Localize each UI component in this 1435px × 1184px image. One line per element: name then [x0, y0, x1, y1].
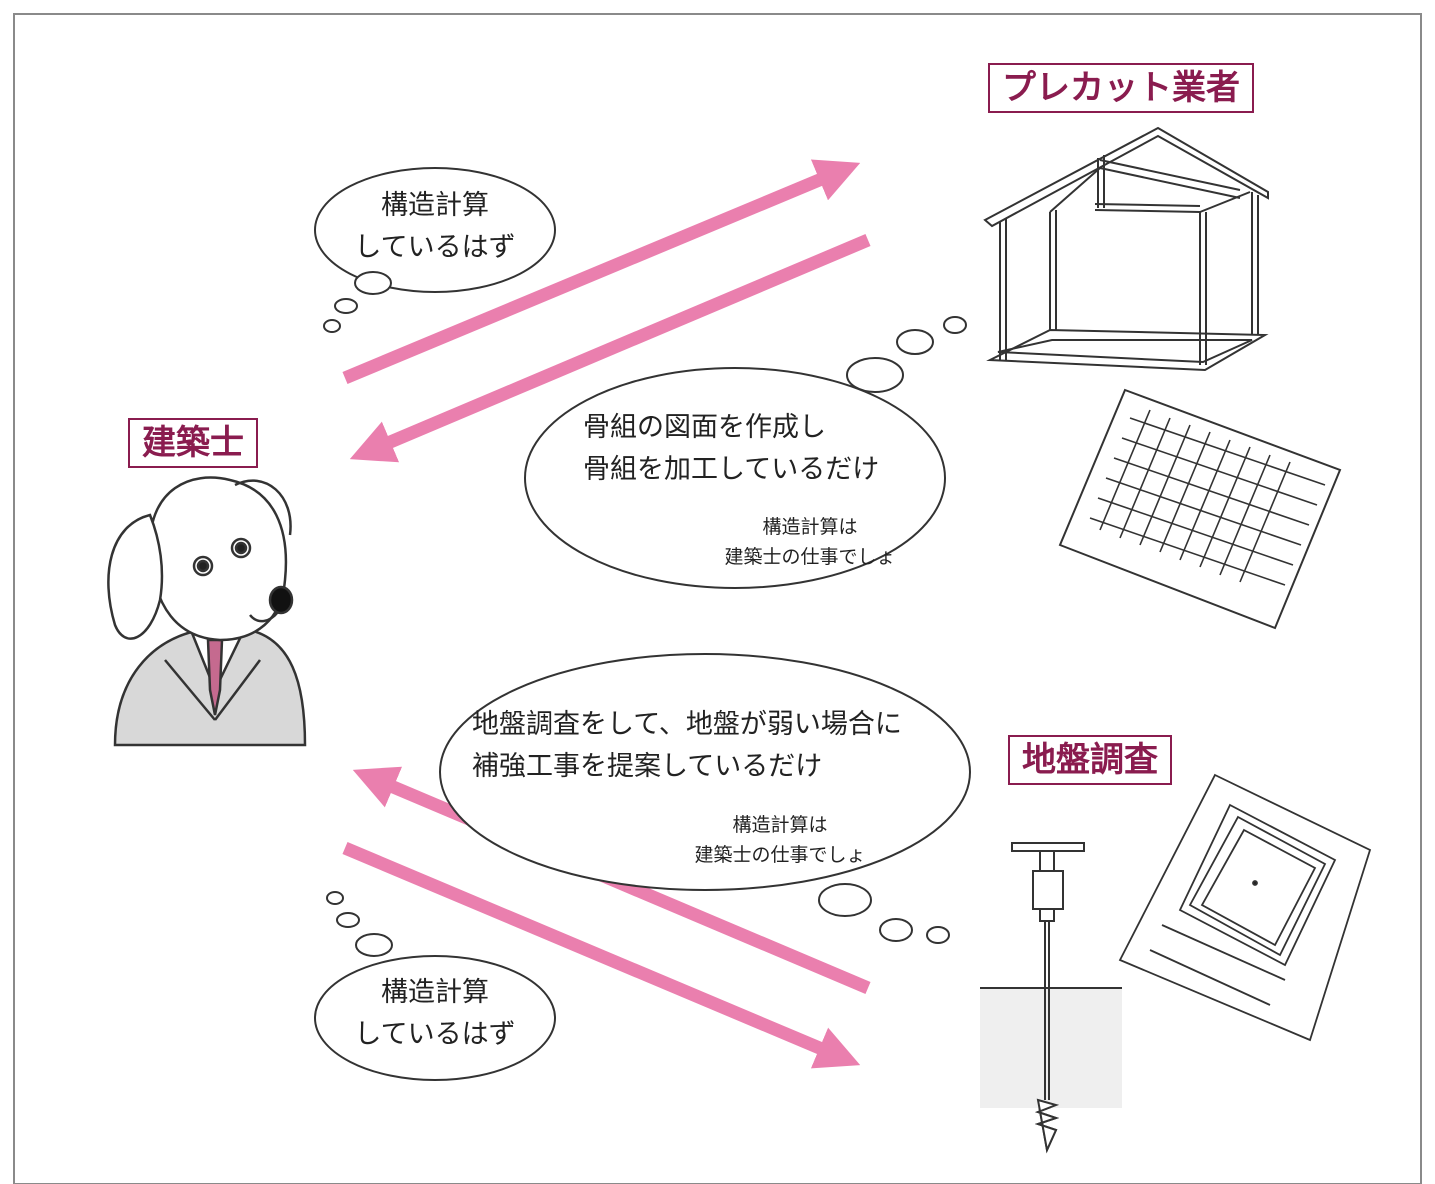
bubble-line: 構造計算は [732, 814, 828, 836]
outer-frame [13, 13, 1422, 1184]
bubble-architect-bottom [314, 891, 556, 1081]
ground-shading [980, 988, 1122, 1108]
label-ground-survey: 地盤調査 [1008, 735, 1172, 785]
arrow-architect-to-survey [342, 842, 861, 1069]
bubble-line: 地盤調査をして、地盤が弱い場合に [472, 709, 902, 740]
bubble-survey [439, 653, 971, 944]
bubble-line: しているはず [354, 232, 516, 263]
bubble-architect-top [314, 167, 556, 333]
arrow-precut-to-architect [349, 234, 871, 463]
arrows [342, 159, 871, 1069]
bubble-precut [524, 316, 967, 589]
bubble-survey-note: 構造計算は 建築士の仕事でしょ [660, 810, 900, 870]
bubble-architect-top-text: 構造計算 しているはず [345, 185, 525, 269]
bubble-line: 骨組を加工しているだけ [583, 454, 880, 485]
bubble-architect-bottom-text: 構造計算 しているはず [345, 972, 525, 1056]
label-precut-company: プレカット業者 [988, 63, 1254, 113]
bubble-survey-text: 地盤調査をして、地盤が弱い場合に 補強工事を提案しているだけ [472, 704, 902, 788]
site-plan-drawing-icon [1118, 773, 1372, 1042]
arrow-architect-to-precut [342, 159, 861, 384]
bubble-line: 骨組の図面を作成し [583, 412, 826, 443]
timber-frame-house-icon [983, 126, 1269, 372]
bubble-line: 構造計算 [381, 977, 489, 1008]
bubble-precut-text: 骨組の図面を作成し 骨組を加工しているだけ [583, 407, 879, 491]
bubble-line: 建築士の仕事でしょ [694, 844, 866, 866]
bubble-line: しているはず [354, 1019, 516, 1050]
label-architect: 建築士 [128, 418, 258, 468]
dog-in-suit-illustration [107, 476, 307, 747]
bubble-line: 建築士の仕事でしょ [724, 546, 896, 568]
framing-plan-drawing-icon [1058, 388, 1342, 630]
soil-probe-shaft-in-ground [1034, 988, 1060, 1154]
bubble-line: 補強工事を提案しているだけ [472, 751, 823, 782]
bubble-precut-note: 構造計算は 建築士の仕事でしょ [690, 512, 930, 572]
bubble-line: 構造計算 [381, 190, 489, 221]
bubble-line: 構造計算は [762, 516, 858, 538]
